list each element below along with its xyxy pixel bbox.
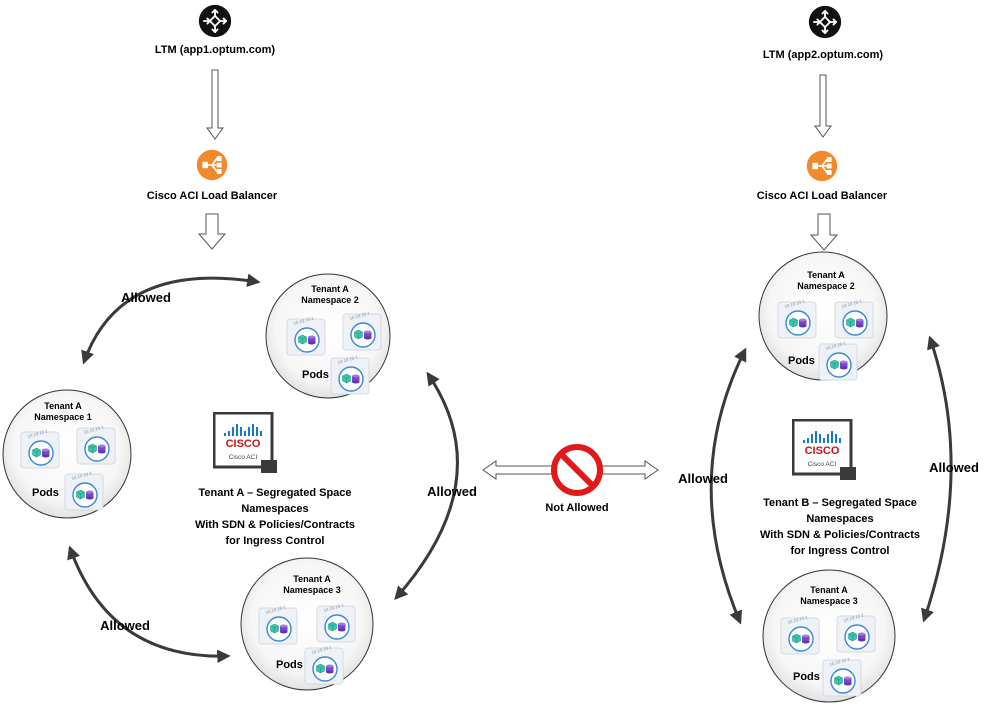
svg-text:Cisco ACI: Cisco ACI bbox=[808, 461, 837, 468]
pod-icon bbox=[330, 354, 370, 395]
tenant-description-left: Tenant A – Segregated Space Namespaces W… bbox=[195, 487, 355, 547]
pod-icon bbox=[258, 604, 298, 645]
namespace-tenant: Tenant A bbox=[810, 585, 848, 595]
namespace-tenant: Tenant A bbox=[807, 270, 845, 280]
pod-icon bbox=[780, 614, 820, 655]
namespace-circle-1[interactable]: Tenant A Namespace 1 Pods bbox=[2, 389, 132, 519]
ltm-label-left: LTM (app1.optum.com) bbox=[155, 44, 276, 56]
allowed-label: Allowed bbox=[929, 460, 979, 475]
svg-text:for Ingress Control: for Ingress Control bbox=[225, 535, 324, 547]
namespace-name: Namespace 2 bbox=[301, 295, 359, 305]
allowed-label: Allowed bbox=[427, 484, 477, 499]
ltm-router-icon bbox=[198, 4, 232, 38]
svg-text:With SDN & Policies/Contracts: With SDN & Policies/Contracts bbox=[760, 529, 920, 541]
namespace-tenant: Tenant A bbox=[44, 401, 82, 411]
svg-text:Namespaces: Namespaces bbox=[806, 513, 873, 525]
namespace-circle-3[interactable]: Tenant A Namespace 3 Pods bbox=[240, 557, 374, 691]
lb-label-right: Cisco ACI Load Balancer bbox=[757, 190, 888, 202]
namespace-circle-3-right[interactable]: Tenant A Namespace 3 Pods bbox=[762, 569, 896, 703]
allowed-arrow-right-side bbox=[921, 335, 953, 623]
pod-icon bbox=[286, 315, 326, 356]
not-allowed-label: Not Allowed bbox=[545, 502, 608, 514]
hollow-down-arrow bbox=[809, 213, 839, 251]
allowed-arrow-top bbox=[81, 273, 261, 365]
hollow-down-arrow bbox=[206, 69, 224, 140]
cisco-aci-logo: CISCO Cisco ACI bbox=[792, 419, 858, 481]
svg-text:CISCO: CISCO bbox=[226, 438, 261, 450]
ltm-router-icon bbox=[808, 5, 842, 39]
pods-label: Pods bbox=[276, 659, 303, 671]
namespace-name: Namespace 1 bbox=[34, 412, 92, 422]
ltm-label-right: LTM (app2.optum.com) bbox=[763, 49, 884, 61]
pod-icon bbox=[822, 656, 862, 697]
svg-text:Tenant A – Segregated Space: Tenant A – Segregated Space bbox=[198, 487, 351, 499]
prohibited-icon bbox=[551, 444, 603, 496]
allowed-label: Allowed bbox=[121, 290, 171, 305]
hollow-down-arrow bbox=[814, 74, 832, 138]
namespace-name: Namespace 2 bbox=[797, 281, 855, 291]
pods-label: Pods bbox=[793, 671, 820, 683]
allowed-label: Allowed bbox=[100, 618, 150, 633]
lb-label-left: Cisco ACI Load Balancer bbox=[147, 190, 278, 202]
hollow-down-arrow bbox=[197, 213, 227, 250]
pod-icon bbox=[818, 340, 858, 381]
namespace-name: Namespace 3 bbox=[800, 596, 858, 606]
pod-icon bbox=[20, 428, 60, 469]
pods-label: Pods bbox=[32, 487, 59, 499]
namespace-name: Namespace 3 bbox=[283, 585, 341, 595]
load-balancer-icon bbox=[806, 150, 838, 182]
namespace-circle-2[interactable]: Tenant A Namespace 2 Pods bbox=[265, 273, 391, 399]
pod-icon bbox=[316, 602, 356, 643]
load-balancer-icon bbox=[196, 149, 228, 181]
allowed-arrow-bottom bbox=[67, 545, 231, 664]
svg-text:Cisco ACI: Cisco ACI bbox=[229, 454, 258, 461]
pod-icon bbox=[304, 644, 344, 685]
pod-icon bbox=[777, 298, 817, 339]
namespace-tenant: Tenant A bbox=[311, 284, 349, 294]
pods-label: Pods bbox=[788, 355, 815, 367]
cisco-aci-logo: CISCO Cisco ACI bbox=[213, 412, 279, 474]
pod-icon bbox=[64, 470, 104, 511]
allowed-label: Allowed bbox=[678, 471, 728, 486]
svg-text:Tenant B – Segregated Space: Tenant B – Segregated Space bbox=[763, 497, 917, 509]
pod-icon bbox=[342, 310, 382, 351]
tenant-description-right: Tenant B – Segregated Space Namespaces W… bbox=[760, 497, 920, 557]
namespace-circle-2-right[interactable]: Tenant A Namespace 2 Pods bbox=[758, 251, 888, 381]
svg-text:for Ingress Control: for Ingress Control bbox=[790, 545, 889, 557]
pod-icon bbox=[76, 424, 116, 465]
pods-label: Pods bbox=[302, 369, 329, 381]
pod-icon bbox=[836, 612, 876, 653]
svg-text:Namespaces: Namespaces bbox=[241, 503, 308, 515]
pod-icon bbox=[834, 298, 874, 339]
allowed-arrow-right bbox=[394, 371, 459, 601]
svg-text:With SDN & Policies/Contracts: With SDN & Policies/Contracts bbox=[195, 519, 355, 531]
namespace-tenant: Tenant A bbox=[293, 574, 331, 584]
svg-text:CISCO: CISCO bbox=[805, 445, 840, 457]
allowed-arrow-left bbox=[709, 347, 747, 625]
